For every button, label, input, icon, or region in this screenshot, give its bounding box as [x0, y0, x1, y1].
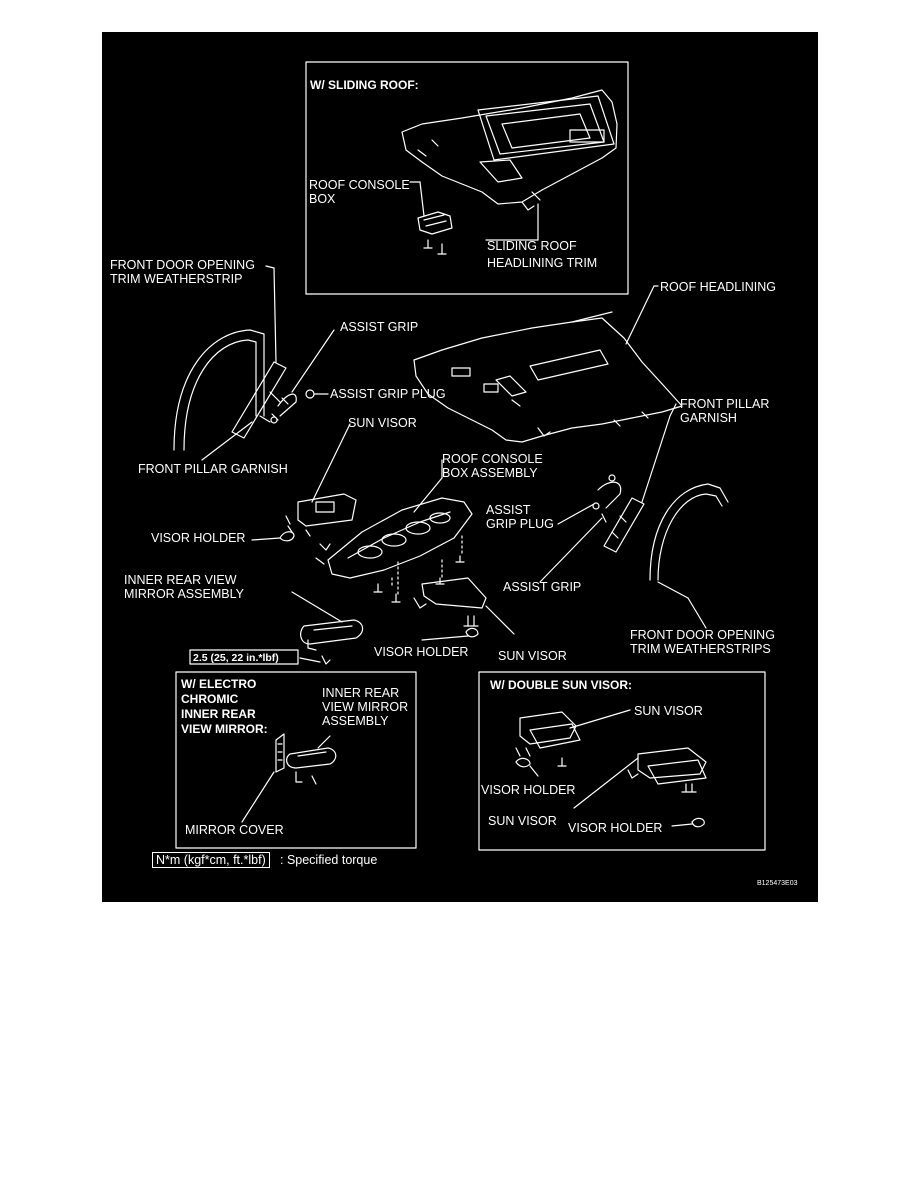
inset-double-sun-visor-frame — [478, 671, 766, 851]
roof-headlining-drawing — [413, 285, 683, 443]
torque-box-outline — [189, 649, 299, 665]
label-sliding-roof-headlining-trim: SLIDING ROOF HEADLINING TRIM — [487, 239, 598, 270]
label-inset-sun-visor-lower: SUN VISOR — [488, 814, 557, 828]
label-sun-visor-left: SUN VISOR — [348, 416, 417, 430]
label-inset-visor-holder-left: VISOR HOLDER — [481, 783, 576, 797]
sun-visor-left-drawing — [251, 423, 357, 542]
label-inner-rear-view-mirror-assembly: INNER REAR VIEW MIRROR ASSEMBLY — [124, 573, 244, 601]
inner-rear-view-mirror-drawing — [189, 591, 364, 665]
label-inset-sun-visor-upper: SUN VISOR — [634, 704, 703, 718]
inset-sliding-roof-frame — [305, 61, 629, 295]
label-sun-visor-center: SUN VISOR — [498, 649, 567, 663]
front-door-weatherstrip-right-drawing — [649, 483, 729, 629]
figure-code: B125473E03 — [757, 880, 798, 887]
torque-value: 2.5 (25, 22 in.*lbf) — [193, 652, 279, 664]
label-assist-grip-plug-right: ASSIST GRIP PLUG — [486, 503, 554, 531]
front-pillar-garnish-left-drawing — [201, 329, 335, 461]
double-sun-visor-drawing — [515, 709, 707, 828]
electro-chromic-mirror-drawing — [241, 733, 337, 823]
label-roof-console-box: ROOF CONSOLE BOX — [309, 178, 410, 206]
label-front-door-opening-trim-weatherstrips: FRONT DOOR OPENING TRIM WEATHERSTRIPS — [630, 628, 775, 656]
legend-torque-unit: N*m (kgf*cm, ft.*lbf) — [152, 852, 270, 868]
inset-title-double-sun-visor: W/ DOUBLE SUN VISOR: — [490, 678, 633, 692]
inset-title-electro-chromic: W/ ELECTRO CHROMIC INNER REAR VIEW MIRRO… — [181, 677, 268, 736]
roof-console-box-assembly-drawing — [315, 459, 473, 603]
label-front-pillar-garnish-right: FRONT PILLAR GARNISH — [680, 397, 770, 425]
label-roof-headlining: ROOF HEADLINING — [660, 280, 776, 294]
front-door-weatherstrip-left-drawing — [173, 265, 277, 451]
label-mirror-cover: MIRROR COVER — [185, 823, 284, 837]
sliding-roof-headlining-drawing — [401, 89, 618, 211]
label-inset-inner-rear-view-mirror-assembly: INNER REAR VIEW MIRROR ASSEMBLY — [322, 686, 409, 728]
parts-diagram: W/ SLIDING ROOF: ROOF CONSOLE BOX SLIDIN… — [102, 32, 818, 902]
roof-console-box-inset-drawing — [409, 181, 539, 255]
label-assist-grip-left: ASSIST GRIP — [340, 320, 419, 334]
inset-title-sliding-roof: W/ SLIDING ROOF: — [310, 78, 419, 92]
sun-visor-center-drawing — [413, 577, 515, 641]
label-inset-visor-holder-right: VISOR HOLDER — [568, 821, 663, 835]
label-front-pillar-garnish-left: FRONT PILLAR GARNISH — [138, 462, 288, 476]
label-roof-console-box-assembly: ROOF CONSOLE BOX ASSEMBLY — [442, 452, 543, 480]
diagram-drawing — [173, 61, 766, 851]
label-visor-holder-center: VISOR HOLDER — [374, 645, 469, 659]
label-assist-grip-plug-left: ASSIST GRIP PLUG — [330, 387, 446, 401]
label-front-door-opening-trim-weatherstrip: FRONT DOOR OPENING TRIM WEATHERSTRIP — [110, 258, 255, 286]
legend-torque-description: : Specified torque — [280, 853, 378, 867]
assist-grip-right-drawing — [539, 403, 677, 583]
inset-electro-chromic-frame — [175, 671, 417, 849]
label-assist-grip-right: ASSIST GRIP — [503, 580, 582, 594]
label-visor-holder-left: VISOR HOLDER — [151, 531, 246, 545]
